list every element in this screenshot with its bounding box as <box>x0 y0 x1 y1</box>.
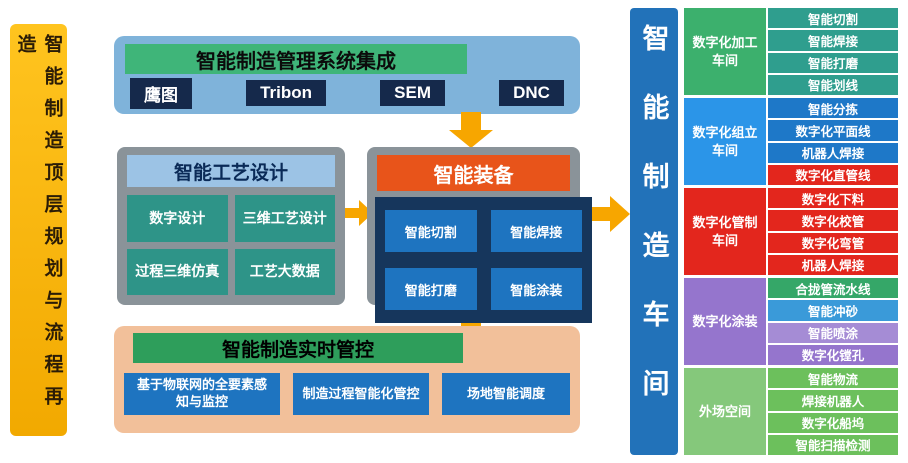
workshop-item: 数字化弯管 <box>768 232 898 253</box>
workshop-item: 智能物流 <box>768 368 898 389</box>
process-design-grid: 数字设计 三维工艺设计 过程三维仿真 工艺大数据 <box>127 195 335 295</box>
process-item-3d-simulation: 过程三维仿真 <box>127 248 228 295</box>
realtime-item-process-control: 制造过程智能化管控 <box>293 373 429 415</box>
workshop-item: 智能分拣 <box>768 98 898 119</box>
right-title-bar: 智能制造车间 <box>630 8 678 455</box>
arrow-right-icon <box>341 200 373 226</box>
realtime-control-header: 智能制造实时管控 <box>133 333 463 363</box>
process-design-box: 智能工艺设计 数字设计 三维工艺设计 过程三维仿真 工艺大数据 <box>117 147 345 305</box>
workshop-group-assembly: 数字化组立车间 智能分拣 数字化平面线 机器人焊接 数字化直管线 <box>684 98 898 185</box>
workshop-item: 机器人焊接 <box>768 142 898 163</box>
workshop-item: 焊接机器人 <box>768 390 898 411</box>
workshop-item: 智能扫描检测 <box>768 434 898 455</box>
management-system-box: 智能制造管理系统集成 鹰图 Tribon SEM DNC <box>114 36 580 114</box>
workshop-table: 数字化加工车间 智能切割 智能焊接 智能打磨 智能划线 数字化组立车间 智能分拣… <box>684 8 898 455</box>
arrow-down-icon <box>449 112 493 148</box>
system-chip-sem: SEM <box>380 80 446 106</box>
equipment-item-cutting: 智能切割 <box>385 210 477 252</box>
workshop-group-label: 数字化管制车间 <box>684 188 766 275</box>
equipment-header: 智能装备 <box>377 155 570 191</box>
equipment-item-painting: 智能涂装 <box>490 268 582 310</box>
left-title-bar: 智能制造顶层规划与流程再造 <box>10 24 67 436</box>
management-system-chip-row: 鹰图 Tribon SEM DNC <box>130 77 564 109</box>
workshop-item: 智能焊接 <box>768 30 898 51</box>
workshop-item: 智能喷涂 <box>768 322 898 343</box>
workshop-item: 智能划线 <box>768 74 898 95</box>
workshop-group-outfield: 外场空间 智能物流 焊接机器人 数字化船坞 智能扫描检测 <box>684 368 898 455</box>
process-item-digital-design: 数字设计 <box>127 195 228 242</box>
process-item-big-data: 工艺大数据 <box>234 248 335 295</box>
realtime-item-site-scheduling: 场地智能调度 <box>442 373 570 415</box>
management-system-header: 智能制造管理系统集成 <box>125 44 467 74</box>
system-chip-yingtu: 鹰图 <box>130 77 192 109</box>
workshop-item: 数字化镗孔 <box>768 344 898 365</box>
equipment-item-grinding: 智能打磨 <box>385 268 477 310</box>
workshop-group-label: 数字化组立车间 <box>684 98 766 185</box>
workshop-group-label: 数字化涂装 <box>684 278 766 365</box>
realtime-control-box: 智能制造实时管控 基于物联网的全要素感知与监控 制造过程智能化管控 场地智能调度 <box>114 326 580 433</box>
right-title-text: 智能制造车间 <box>638 24 669 438</box>
process-design-header: 智能工艺设计 <box>127 155 335 187</box>
equipment-item-welding: 智能焊接 <box>490 210 582 252</box>
workshop-group-machining: 数字化加工车间 智能切割 智能焊接 智能打磨 智能划线 <box>684 8 898 95</box>
workshop-item: 数字化船坞 <box>768 412 898 433</box>
equipment-panel: 智能切割 智能焊接 智能打磨 智能涂装 <box>375 197 592 323</box>
workshop-item: 智能打磨 <box>768 52 898 73</box>
workshop-item: 智能冲砂 <box>768 300 898 321</box>
realtime-control-row: 基于物联网的全要素感知与监控 制造过程智能化管控 场地智能调度 <box>124 372 570 416</box>
workshop-item: 数字化平面线 <box>768 120 898 141</box>
workshop-item: 智能切割 <box>768 8 898 29</box>
arrow-right-large-icon <box>580 196 630 232</box>
left-title-text: 智能制造顶层规划与流程再造 <box>14 34 63 418</box>
workshop-item: 数字化下料 <box>768 188 898 209</box>
system-chip-dnc: DNC <box>499 80 564 106</box>
system-chip-tribon: Tribon <box>246 80 327 106</box>
process-item-3d-process-design: 三维工艺设计 <box>234 195 335 242</box>
workshop-item: 机器人焊接 <box>768 254 898 275</box>
workshop-item: 数字化直管线 <box>768 164 898 185</box>
realtime-item-iot-monitoring: 基于物联网的全要素感知与监控 <box>124 373 280 415</box>
workshop-group-label: 外场空间 <box>684 368 766 455</box>
equipment-box: 智能装备 智能切割 智能焊接 智能打磨 智能涂装 <box>367 147 592 323</box>
workshop-group-label: 数字化加工车间 <box>684 8 766 95</box>
workshop-item: 数字化校管 <box>768 210 898 231</box>
workshop-group-pipe: 数字化管制车间 数字化下料 数字化校管 数字化弯管 机器人焊接 <box>684 188 898 275</box>
workshop-item: 合拢管流水线 <box>768 278 898 299</box>
workshop-group-coating: 数字化涂装 合拢管流水线 智能冲砂 智能喷涂 数字化镗孔 <box>684 278 898 365</box>
